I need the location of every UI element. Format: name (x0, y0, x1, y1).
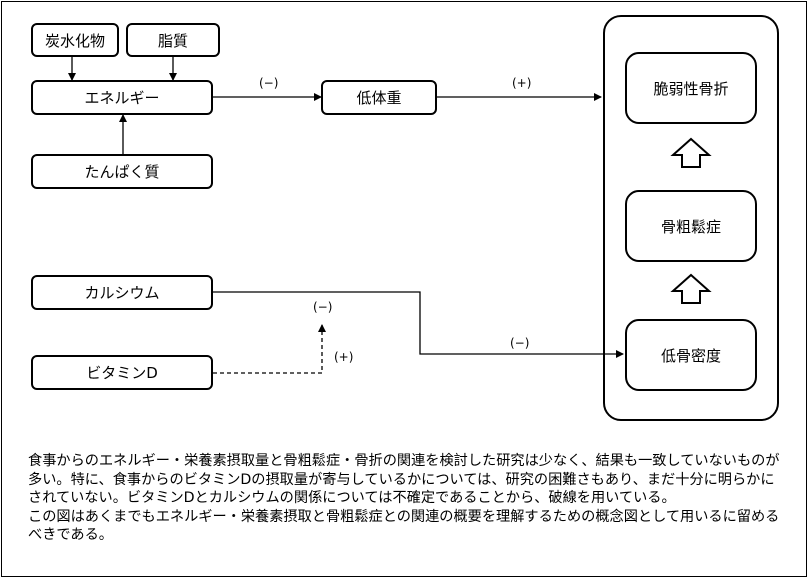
node-low-bone-density-label: 低骨密度 (660, 346, 721, 365)
hollow-arrow-lower (670, 273, 712, 304)
arrow-vitd-modifier (213, 324, 326, 374)
label-energy-weight: (−) (259, 76, 279, 90)
node-osteoporosis-label: 骨粗鬆症 (660, 217, 721, 236)
label-vitd-plus: (+) (334, 350, 354, 364)
node-carbohydrate: 炭水化物 (31, 23, 119, 57)
label-calcium-density: (−) (510, 336, 530, 350)
node-carbohydrate-label: 炭水化物 (44, 31, 105, 50)
node-low-weight: 低体重 (321, 80, 437, 115)
node-fat-label: 脂質 (157, 31, 188, 50)
outcome-group (603, 15, 779, 421)
node-fat: 脂質 (126, 23, 220, 57)
node-osteoporosis: 骨粗鬆症 (625, 190, 757, 262)
label-weight-fracture: (+) (512, 76, 532, 90)
hollow-arrow-upper (670, 137, 712, 168)
note-paragraph-2: この図はあくまでもエネルギー・栄養素摂取と骨粗鬆症との関連の概要を理解するための… (28, 508, 780, 544)
node-protein: たんぱく質 (31, 154, 213, 189)
node-protein-label: たんぱく質 (84, 163, 160, 181)
node-low-bone-density: 低骨密度 (625, 319, 757, 391)
node-fragility-fracture: 脆弱性骨折 (625, 52, 757, 124)
note-paragraph-1: 食事からのエネルギー・栄養素摂取量と骨粗鬆症・骨折の関連を検討した研究は少なく、… (28, 453, 780, 506)
caption-note: 食事からのエネルギー・栄養素摂取量と骨粗鬆症・骨折の関連を検討した研究は少なく、… (28, 452, 788, 545)
node-calcium: カルシウム (31, 275, 213, 310)
label-vitd-minus: (−) (313, 300, 333, 314)
node-calcium-label: カルシウム (84, 284, 160, 302)
node-vitamin-d-label: ビタミンD (86, 364, 158, 382)
arrow-calcium-density (213, 291, 624, 358)
node-energy: エネルギー (31, 80, 213, 115)
node-energy-label: エネルギー (84, 89, 160, 107)
node-low-weight-label: 低体重 (356, 89, 402, 107)
node-vitamin-d: ビタミンD (31, 355, 213, 390)
node-fragility-fracture-label: 脆弱性骨折 (653, 79, 729, 98)
